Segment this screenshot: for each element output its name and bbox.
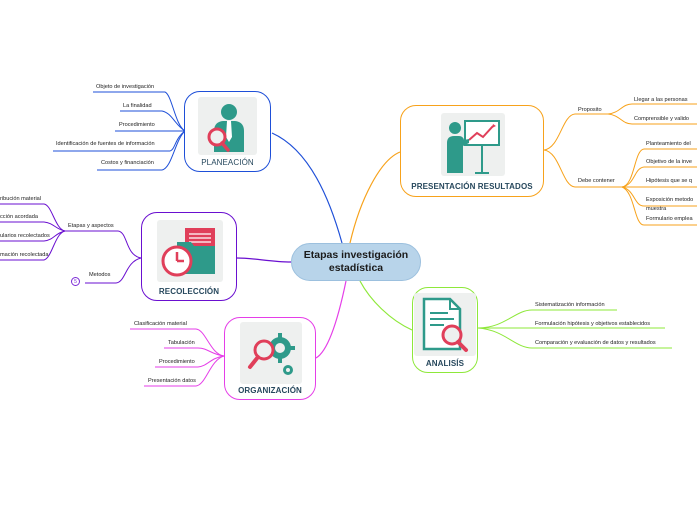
leaf-etapas-2[interactable]: cción acordada xyxy=(0,214,38,220)
leaf-organizacion-3[interactable]: Procedimiento xyxy=(159,359,195,365)
leaf-debe-contener[interactable]: Debe contener xyxy=(578,178,615,184)
leaf-debe-2[interactable]: Objetivo de la inve xyxy=(646,159,693,165)
central-title: Etapas investigación estadística xyxy=(303,249,409,274)
leaf-planeacion-2[interactable]: La finalidad xyxy=(123,103,152,109)
leaf-proposito-1[interactable]: Llegar a las personas xyxy=(634,97,688,103)
leaf-analisis-2[interactable]: Formulación hipótesis y objetivos establ… xyxy=(535,321,651,327)
leaf-analisis-1[interactable]: Sistematización información xyxy=(535,302,605,308)
leaf-planeacion-5[interactable]: Costos y financiación xyxy=(101,160,154,166)
leaf-organizacion-2[interactable]: Tabulación xyxy=(168,340,195,346)
leaf-proposito-2[interactable]: Comprensible y valido xyxy=(634,116,690,122)
topic-title-planeacion: PLANEACIÓN xyxy=(201,158,254,167)
topic-title-recoleccion: RECOLECCIÓN xyxy=(158,287,220,296)
leaf-planeacion-1[interactable]: Objeto de investigación xyxy=(96,84,155,90)
topic-planeacion[interactable]: PLANEACIÓN xyxy=(184,91,271,172)
central-topic[interactable]: Etapas investigación estadística xyxy=(291,243,421,281)
collapsed-count-badge[interactable]: 5 xyxy=(71,277,80,286)
presentation-board-icon xyxy=(441,113,505,176)
leaf-debe-1[interactable]: Planteamiento del xyxy=(646,141,691,147)
topic-analisis[interactable]: ANALISÍS xyxy=(412,287,478,373)
leaf-proposito[interactable]: Proposito xyxy=(578,107,602,113)
topic-title-analisis: ANALISÍS xyxy=(425,359,465,368)
topic-presentacion[interactable]: PRESENTACIÓN RESULTADOS xyxy=(400,105,544,197)
document-magnifier-icon xyxy=(414,293,476,356)
leaf-metodos[interactable]: Metodos xyxy=(89,272,111,278)
topic-title-organizacion: ORGANIZACIÓN xyxy=(238,386,302,395)
leaf-etapas[interactable]: Etapas y aspectos xyxy=(68,223,114,229)
leaf-planeacion-3[interactable]: Procedimiento xyxy=(119,122,155,128)
topic-recoleccion[interactable]: RECOLECCIÓN xyxy=(141,212,237,301)
leaf-etapas-1[interactable]: ribución material xyxy=(0,196,42,202)
leaf-organizacion-4[interactable]: Presentación datos xyxy=(148,378,196,384)
folder-clock-icon xyxy=(157,220,223,282)
topic-title-presentacion: PRESENTACIÓN RESULTADOS xyxy=(411,182,533,191)
leaf-planeacion-4[interactable]: Identificación de fuentes de información xyxy=(56,141,155,147)
person-magnifier-icon xyxy=(198,97,257,155)
leaf-etapas-4[interactable]: mación recolectada xyxy=(0,252,49,258)
leaf-etapas-3[interactable]: ularios recolectados xyxy=(0,233,50,239)
leaf-analisis-3[interactable]: Comparación y evaluación de datos y resu… xyxy=(535,340,656,346)
topic-organizacion[interactable]: ORGANIZACIÓN xyxy=(224,317,316,400)
leaf-debe-5[interactable]: Formulario emplea xyxy=(646,216,693,222)
leaf-debe-4[interactable]: Exposición metodo xyxy=(646,197,694,203)
leaf-organizacion-1[interactable]: Clasificación material xyxy=(134,321,187,327)
leaf-debe-3[interactable]: Hipótesis que se q xyxy=(646,178,693,184)
gears-magnifier-icon xyxy=(240,322,302,384)
leaf-debe-4b: muestra xyxy=(646,206,667,212)
